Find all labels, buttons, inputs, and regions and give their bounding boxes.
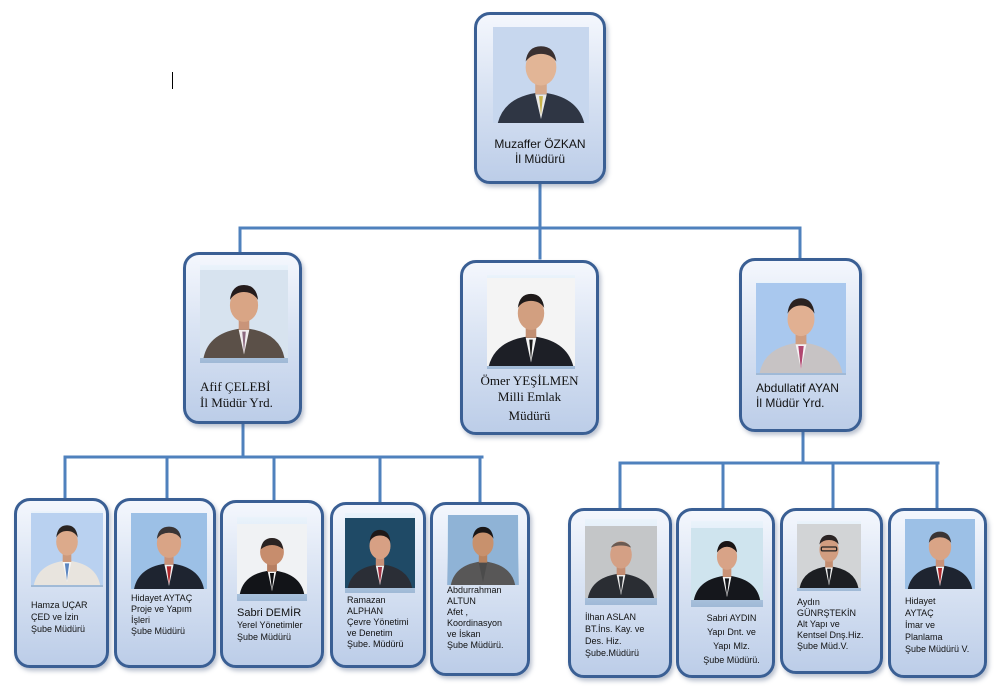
node-sabri-aydin[interactable]: Sabri AYDIN Yapı Dnt. ve Yapı Mlz. Şube … — [676, 508, 775, 678]
hidayet1-title-line: Şube Müdürü — [131, 626, 186, 636]
director-label: Muzaffer ÖZKAN İl Müdürü — [477, 137, 603, 167]
node-hidayet-aytac-1[interactable]: Hidayet AYTAÇ Proje ve Yapım İşleri Şube… — [114, 498, 216, 668]
deputy-left-title: İl Müdür Yrd. — [200, 395, 273, 410]
ramazan-title-line: Şube. Müdürü — [347, 639, 404, 649]
director-title: İl Müdürü — [514, 152, 566, 166]
abdurrahman-title-line: ve İskan — [447, 629, 481, 639]
node-aydin-gunrstekin[interactable]: Aydın GÜNRŞTEKİN Alt Yapı ve Kentsel Dnş… — [780, 508, 883, 674]
node-hidayet-aytac-2[interactable]: Hidayet AYTAÇ İmar ve Planlama Şube Müdü… — [888, 508, 987, 678]
sabri-aydin-label: Sabri AYDIN Yapı Dnt. ve Yapı Mlz. Şube … — [679, 611, 772, 667]
abdurrahman-title-line: Koordinasyon — [447, 618, 503, 628]
hidayet1-title-line: İşleri — [131, 615, 151, 625]
ilhan-title-line: Şube.Müdürü — [585, 648, 640, 658]
hidayet2-title-line: Şube Müdürü V. — [905, 644, 970, 654]
abdurrahman-title-line: Şube Müdürü. — [447, 640, 504, 650]
aydin-title-line: Kentsel Dnş.Hiz. — [797, 630, 864, 640]
person-photo-icon — [31, 511, 103, 587]
node-ramazan-alphan[interactable]: Ramazan ALPHAN Çevre Yönetimi ve Denetim… — [330, 502, 426, 668]
person-photo-icon — [447, 515, 519, 585]
sabri-aydin-name: Sabri AYDIN — [706, 613, 757, 623]
aydin-name-line: GÜNRŞTEKİN — [797, 608, 857, 618]
deputy-left-name: Afif ÇELEBİ — [200, 379, 271, 394]
person-photo-icon — [493, 27, 589, 123]
sabri-demir-label: Sabri DEMİR Yerel Yönetimler Şube Müdürü — [223, 607, 321, 643]
hamza-title-line: Şube Müdürü — [31, 624, 86, 634]
milli-emlak-name: Ömer YEŞİLMEN — [480, 373, 579, 388]
ramazan-title-line: Çevre Yönetimi — [347, 617, 409, 627]
abdurrahman-name-line: Abdurrahman — [447, 585, 502, 595]
text-cursor — [172, 72, 173, 89]
sabri-demir-title-line: Şube Müdürü — [237, 632, 292, 642]
person-photo-icon — [691, 521, 763, 607]
node-milli-emlak[interactable]: Ömer YEŞİLMEN Milli Emlak Müdürü — [460, 260, 599, 435]
person-photo-icon — [585, 519, 657, 605]
abdurrahman-name-line: ALTUN — [447, 596, 476, 606]
hidayet2-title-line: Planlama — [905, 632, 943, 642]
person-photo-icon — [345, 513, 415, 593]
hidayet2-label: Hidayet AYTAÇ İmar ve Planlama Şube Müdü… — [891, 595, 984, 655]
hamza-title-line: ÇED ve İzin — [31, 612, 79, 622]
deputy-right-title: İl Müdür Yrd. — [756, 396, 825, 410]
hidayet1-title-line: Proje ve Yapım — [131, 604, 192, 614]
node-hamza[interactable]: Hamza UÇAR ÇED ve İzin Şube Müdürü — [14, 498, 109, 668]
milli-emlak-label: Ömer YEŞİLMEN Milli Emlak Müdürü — [463, 373, 596, 424]
deputy-right-label: Abdullatif AYAN İl Müdür Yrd. — [742, 381, 859, 411]
person-photo-icon — [797, 521, 861, 591]
sabri-aydin-title-line: Yapı Dnt. ve — [707, 627, 756, 637]
node-director[interactable]: Muzaffer ÖZKAN İl Müdürü — [474, 12, 606, 184]
aydin-label: Aydın GÜNRŞTEKİN Alt Yapı ve Kentsel Dnş… — [783, 597, 880, 652]
node-abdurrahman-altun[interactable]: Abdurrahman ALTUN Afet , Koordinasyon ve… — [430, 502, 530, 676]
deputy-left-label: Afif ÇELEBİ İl Müdür Yrd. — [186, 379, 299, 411]
person-photo-icon — [131, 513, 207, 589]
milli-emlak-title-line2: Müdürü — [508, 408, 551, 423]
aydin-title-line: Şube Müd.V. — [797, 641, 849, 651]
node-deputy-right[interactable]: Abdullatif AYAN İl Müdür Yrd. — [739, 258, 862, 432]
aydin-name-line: Aydın — [797, 597, 820, 607]
hamza-name: Hamza UÇAR — [31, 600, 88, 610]
node-ilhan-aslan[interactable]: İlhan ASLAN BT.İns. Kay. ve Des. Hiz. Şu… — [568, 508, 672, 678]
ramazan-name-line: ALPHAN — [347, 606, 384, 616]
sabri-aydin-title-line: Yapı Mlz. — [713, 641, 750, 651]
person-photo-icon — [237, 517, 307, 601]
hidayet2-title-line: İmar ve — [905, 620, 936, 630]
ilhan-label: İlhan ASLAN BT.İns. Kay. ve Des. Hiz. Şu… — [571, 611, 669, 659]
ramazan-label: Ramazan ALPHAN Çevre Yönetimi ve Denetim… — [333, 595, 423, 650]
person-photo-icon — [756, 281, 846, 375]
hidayet1-label: Hidayet AYTAÇ Proje ve Yapım İşleri Şube… — [117, 593, 213, 637]
ilhan-title-line: BT.İns. Kay. ve — [585, 624, 645, 634]
node-sabri-demir[interactable]: Sabri DEMİR Yerel Yönetimler Şube Müdürü — [220, 500, 324, 668]
abdurrahman-label: Abdurrahman ALTUN Afet , Koordinasyon ve… — [433, 585, 527, 651]
person-photo-icon — [905, 519, 975, 589]
person-photo-icon — [200, 265, 288, 363]
hidayet2-name-line: AYTAÇ — [905, 608, 934, 618]
hidayet2-name-line: Hidayet — [905, 596, 936, 606]
ramazan-title-line: ve Denetim — [347, 628, 393, 638]
ilhan-name: İlhan ASLAN — [585, 612, 637, 622]
milli-emlak-title-line1: Milli Emlak — [497, 389, 562, 404]
node-deputy-left[interactable]: Afif ÇELEBİ İl Müdür Yrd. — [183, 252, 302, 424]
abdurrahman-title-line: Afet , — [447, 607, 469, 617]
sabri-aydin-title-line: Şube Müdürü. — [703, 655, 760, 665]
ramazan-name-line: Ramazan — [347, 595, 386, 605]
person-photo-icon — [487, 275, 575, 369]
deputy-right-name: Abdullatif AYAN — [756, 381, 839, 395]
hamza-label: Hamza UÇAR ÇED ve İzin Şube Müdürü — [17, 599, 106, 635]
sabri-demir-title-line: Yerel Yönetimler — [237, 620, 303, 630]
sabri-demir-name: Sabri DEMİR — [237, 607, 302, 619]
hidayet1-name: Hidayet AYTAÇ — [131, 593, 193, 603]
ilhan-title-line: Des. Hiz. — [585, 636, 622, 646]
aydin-title-line: Alt Yapı ve — [797, 619, 840, 629]
director-name: Muzaffer ÖZKAN — [494, 137, 586, 151]
